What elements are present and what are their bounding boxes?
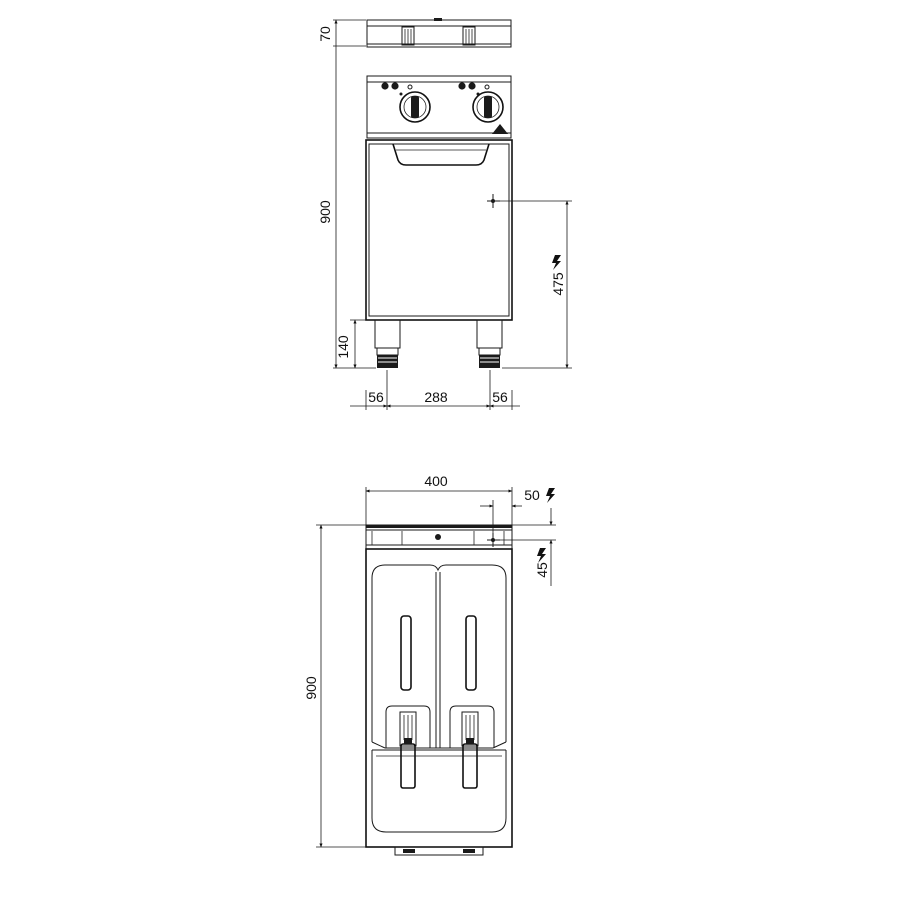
drain-handle xyxy=(394,846,484,856)
fry-tank xyxy=(371,564,507,833)
dim-leg-offset-left-label: 56 xyxy=(368,389,384,405)
dim-connection-height-label: 475 xyxy=(550,272,566,296)
thermostat-knob-left xyxy=(399,91,431,123)
dim-depth-label: 900 xyxy=(303,676,319,700)
front-top-section xyxy=(366,18,512,48)
dim-leg-spacing-label: 288 xyxy=(424,389,448,405)
control-panel xyxy=(366,75,512,139)
top-view: 400 50 45 900 xyxy=(303,473,556,856)
dim-width-label: 400 xyxy=(424,473,448,489)
leg-left xyxy=(374,319,401,368)
dim-total-height-label: 900 xyxy=(317,200,333,224)
dim-top-height-label: 70 xyxy=(317,26,333,42)
top-body-outline xyxy=(365,548,513,848)
dim-connection-x: 50 xyxy=(480,487,555,533)
dim-connection-y-label: 45 xyxy=(534,562,550,578)
basket-handle-left xyxy=(401,26,415,46)
cabinet-body xyxy=(365,139,513,321)
dim-connection-height: 475 xyxy=(500,200,572,369)
lightning-icon xyxy=(546,488,555,503)
leg-right xyxy=(476,319,503,368)
lightning-icon xyxy=(537,548,546,563)
front-view: 900 70 140 475 56 xyxy=(317,18,572,410)
dim-connection-x-label: 50 xyxy=(524,487,540,503)
heating-slot-left xyxy=(400,615,412,691)
dim-top-height: 70 xyxy=(317,26,366,47)
dim-depth: 900 xyxy=(303,524,366,848)
warning-icon xyxy=(492,124,508,134)
lightning-icon xyxy=(552,255,561,270)
dim-total-height: 900 xyxy=(317,19,376,369)
basket-right xyxy=(449,705,495,789)
basket-handle-right xyxy=(462,26,476,46)
heating-slot-right xyxy=(465,615,477,691)
thermostat-knob-right xyxy=(472,91,504,123)
dim-leg-offset-right-label: 56 xyxy=(492,389,508,405)
dim-width: 400 xyxy=(365,473,513,525)
dim-legs-horizontal: 56 288 56 xyxy=(350,370,520,410)
dim-leg-height-label: 140 xyxy=(335,335,351,359)
back-panel xyxy=(365,524,513,550)
dim-connection-y: 45 xyxy=(500,508,556,586)
dim-leg-height: 140 xyxy=(335,319,375,369)
basket-left xyxy=(385,705,431,789)
